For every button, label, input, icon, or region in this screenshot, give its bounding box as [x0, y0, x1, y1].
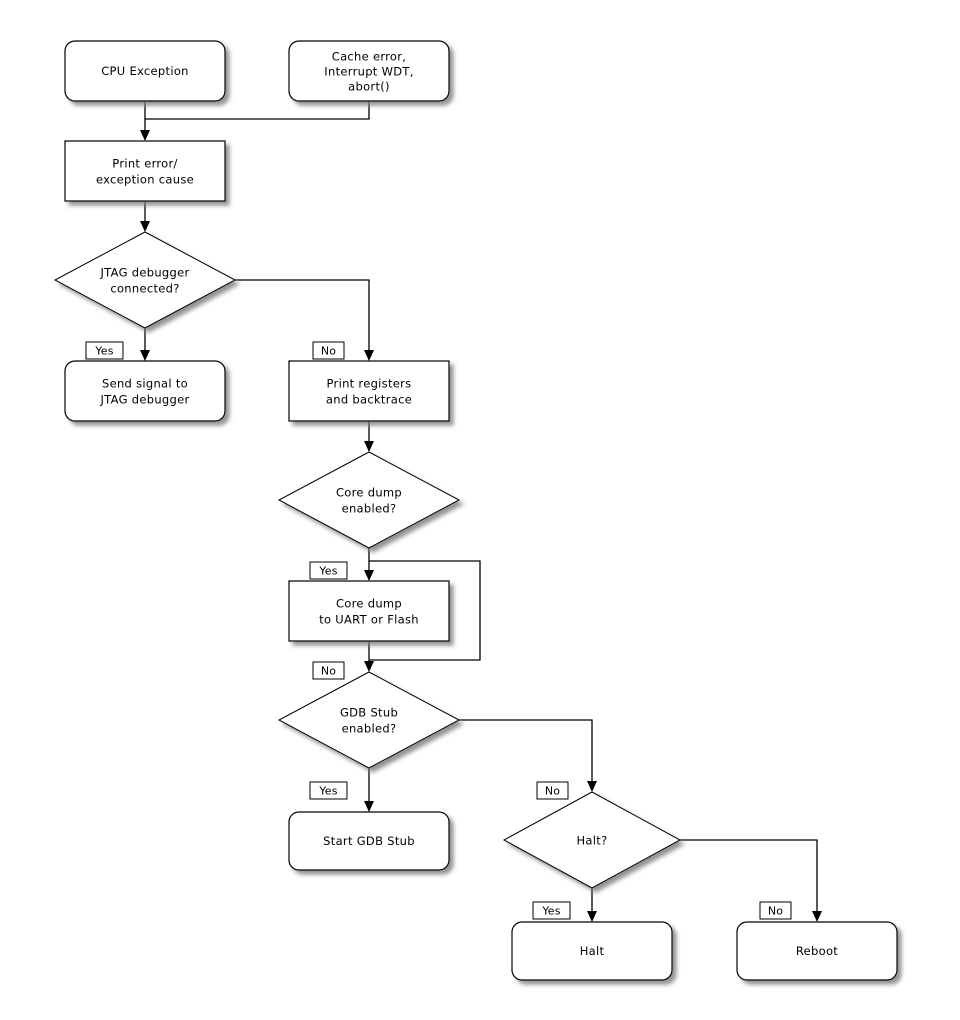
edge-gdb-stub-no	[459, 719, 593, 785]
cpu-exception-label: CPU Exception	[101, 64, 189, 78]
core-dump-uart-flash-shape	[288, 580, 450, 642]
core-dump-enabled-shape	[277, 451, 461, 549]
edge-core-dump-no-bypass	[369, 560, 481, 661]
arrowhead-halt-box-top	[587, 911, 597, 922]
cpu-exception-shape	[64, 40, 226, 102]
start-gdb-stub-label: Start GDB Stub	[323, 834, 415, 848]
arrowhead-gdb-stub-diamond-top	[364, 661, 374, 672]
edge-label-halt-yes-box	[532, 901, 571, 920]
edge-label-gdb-stub-yes-text: Yes	[318, 785, 337, 798]
edge-label-gdb-stub-yes-box	[309, 781, 348, 800]
core-dump-uart-flash-label-line1: Core dump	[336, 597, 402, 611]
core-dump-enabled-label-line1: Core dump	[336, 486, 402, 500]
reboot-shape	[736, 921, 898, 981]
node-halt-question[interactable]: Halt?	[502, 791, 682, 889]
edge-label-halt-no-box	[759, 901, 792, 920]
edge-label-jtag-yes-box	[85, 341, 124, 360]
halt-label: Halt	[580, 944, 605, 958]
node-halt[interactable]: Halt	[511, 921, 673, 981]
arrowhead-reboot-box-top	[812, 911, 822, 922]
arrowhead-print-registers-top	[364, 350, 374, 361]
edge-label-core-dump-yes-text: Yes	[318, 565, 337, 578]
node-core-dump-uart-flash[interactable]: Core dump to UART or Flash	[288, 580, 450, 642]
edge-label-jtag-no: No	[312, 341, 345, 360]
edge-label-gdb-stub-no-text: No	[545, 785, 560, 798]
edge-label-core-dump-no-box	[312, 661, 345, 680]
halt-question-label: Halt?	[576, 834, 607, 848]
edge-halt-no	[680, 839, 818, 915]
edge-label-core-dump-no-text: No	[321, 665, 336, 678]
edge-label-layer: Yes No Yes No Yes No	[85, 341, 792, 920]
cache-error-label-line3: abort()	[348, 80, 390, 94]
edge-label-jtag-yes: Yes	[85, 341, 124, 360]
halt-question-shape	[502, 791, 682, 889]
arrowhead-start-gdb-stub-top	[364, 801, 374, 812]
jtag-debugger-connected-label-line1: JTAG debugger	[99, 266, 189, 280]
edge-label-halt-no-text: No	[768, 905, 783, 918]
start-gdb-stub-shape	[288, 811, 450, 871]
node-core-dump-enabled[interactable]: Core dump enabled?	[277, 451, 461, 549]
core-dump-enabled-label-line2: enabled?	[342, 502, 397, 516]
node-jtag-debugger-connected[interactable]: JTAG debugger connected?	[53, 231, 237, 329]
edge-label-gdb-stub-no-box	[536, 781, 569, 800]
print-registers-label-line2: and backtrace	[326, 393, 412, 407]
jtag-debugger-connected-shape	[53, 231, 237, 329]
node-print-error[interactable]: Print error/ exception cause	[64, 140, 226, 202]
edge-label-jtag-no-box	[312, 341, 345, 360]
edge-cache-error-to-print-error	[145, 101, 370, 120]
edge-label-gdb-stub-no: No	[536, 781, 569, 800]
edge-label-halt-yes-text: Yes	[541, 905, 560, 918]
node-start-gdb-stub[interactable]: Start GDB Stub	[288, 811, 450, 871]
edge-label-core-dump-yes-box	[309, 561, 348, 580]
send-signal-jtag-label-line1: Send signal to	[102, 377, 188, 391]
edge-label-jtag-no-text: No	[321, 345, 336, 358]
send-signal-jtag-label-line2: JTAG debugger	[99, 393, 189, 407]
core-dump-uart-flash-label-line2: to UART or Flash	[319, 613, 419, 627]
edge-label-gdb-stub-yes: Yes	[309, 781, 348, 800]
print-registers-label-line1: Print registers	[327, 377, 412, 391]
print-error-shape	[64, 140, 226, 202]
gdb-stub-enabled-label-line2: enabled?	[342, 722, 397, 736]
cache-error-shape	[288, 40, 450, 102]
cache-error-label-line2: Interrupt WDT,	[324, 65, 413, 79]
arrowhead-halt-diamond-top	[587, 781, 597, 792]
arrowhead-send-signal-top	[140, 350, 150, 361]
node-gdb-stub-enabled[interactable]: GDB Stub enabled?	[277, 671, 461, 769]
gdb-stub-enabled-label-line1: GDB Stub	[340, 706, 398, 720]
arrowhead-jtag-top	[140, 221, 150, 232]
halt-shape	[511, 921, 673, 981]
node-send-signal-jtag[interactable]: Send signal to JTAG debugger	[64, 360, 226, 422]
print-error-label-line2: exception cause	[96, 173, 194, 187]
arrowhead-core-dump-box-top	[364, 570, 374, 581]
edge-label-core-dump-no: No	[312, 661, 345, 680]
cache-error-label-line1: Cache error,	[332, 50, 407, 64]
edge-label-core-dump-yes: Yes	[309, 561, 348, 580]
connector-layer	[140, 101, 822, 922]
node-cache-error[interactable]: Cache error, Interrupt WDT, abort()	[288, 40, 450, 102]
arrowhead-print-error-top-a	[140, 130, 150, 141]
node-print-registers[interactable]: Print registers and backtrace	[288, 360, 450, 422]
print-error-label-line1: Print error/	[112, 157, 177, 171]
reboot-label: Reboot	[796, 944, 838, 958]
edge-label-halt-yes: Yes	[532, 901, 571, 920]
node-reboot[interactable]: Reboot	[736, 921, 898, 981]
arrowhead-core-dump-diamond-top	[364, 441, 374, 452]
print-registers-shape	[288, 360, 450, 422]
jtag-debugger-connected-label-line2: connected?	[110, 282, 179, 296]
edge-jtag-no	[235, 279, 370, 354]
node-cpu-exception[interactable]: CPU Exception	[64, 40, 226, 102]
edge-label-jtag-yes-text: Yes	[94, 345, 113, 358]
edge-label-halt-no: No	[759, 901, 792, 920]
send-signal-jtag-shape	[64, 360, 226, 422]
gdb-stub-enabled-shape	[277, 671, 461, 769]
